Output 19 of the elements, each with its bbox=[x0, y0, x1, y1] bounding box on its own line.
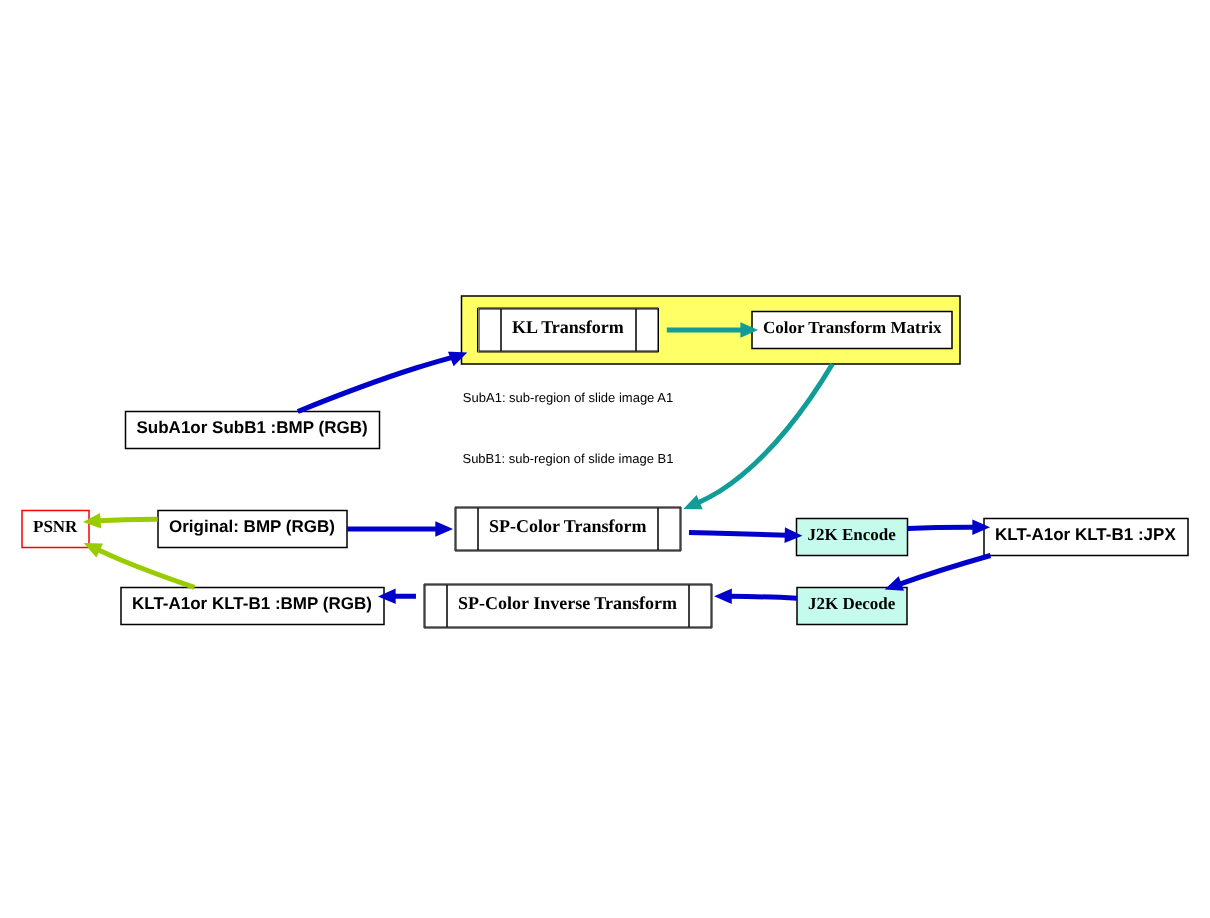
node-box: Original: BMP (RGB) bbox=[157, 508, 348, 548]
arrow bbox=[82, 511, 158, 528]
arrow bbox=[666, 321, 759, 337]
arrow bbox=[714, 587, 797, 604]
node-box: Color Transform Matrix bbox=[751, 309, 953, 349]
arrow bbox=[683, 361, 835, 509]
arrow bbox=[884, 552, 992, 590]
arrow bbox=[377, 587, 416, 604]
arrow bbox=[907, 518, 991, 534]
node-box: J2K Decode bbox=[796, 585, 908, 625]
arrow bbox=[347, 520, 454, 536]
node-box: KLT-A1or KLT-B1 :BMP (RGB) bbox=[120, 585, 385, 625]
node-box: SubA1or SubB1 :BMP (RGB) bbox=[124, 409, 381, 449]
arrow bbox=[296, 350, 468, 413]
node-box: J2K Encode bbox=[795, 516, 909, 556]
arrow bbox=[688, 526, 803, 542]
cluster bbox=[460, 294, 961, 364]
node-box: KLT-A1or KLT-B1 :JPX bbox=[983, 516, 1189, 556]
node-box: PSNR bbox=[21, 508, 90, 548]
